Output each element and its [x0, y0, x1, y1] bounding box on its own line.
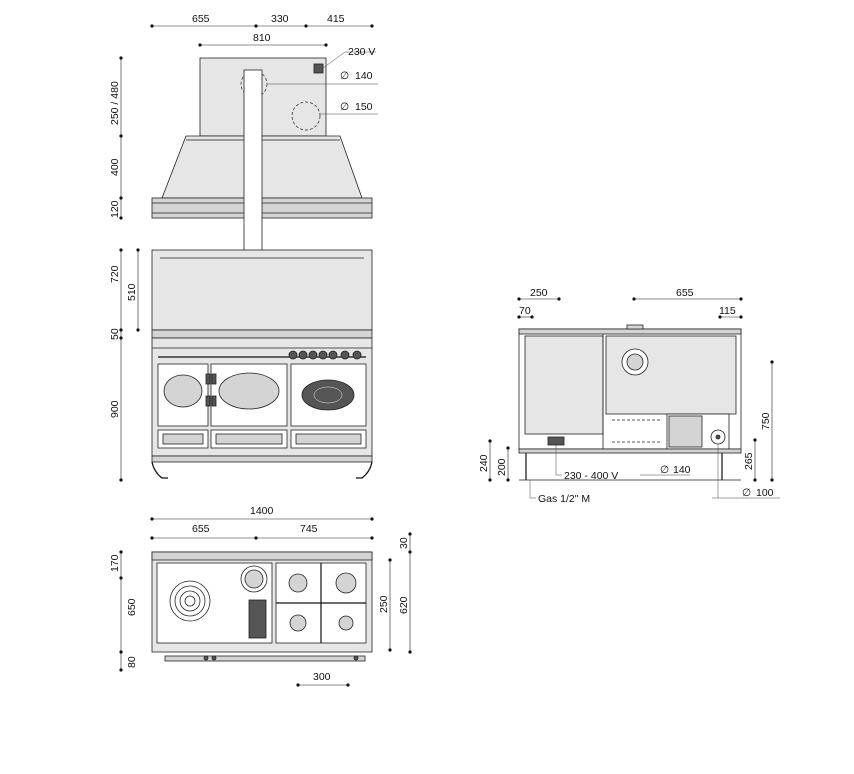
knob-icon	[352, 350, 362, 360]
top-back-strip	[151, 551, 373, 561]
knob-icon	[340, 350, 350, 360]
door-hinge	[211, 373, 217, 385]
knob-icon	[298, 350, 308, 360]
side-voltage-label: 230 - 400 V	[564, 470, 618, 482]
dim-170: 170	[109, 554, 121, 572]
dim-330-front: 330	[271, 13, 289, 25]
side-base	[518, 448, 742, 454]
dim-745-top: 745	[300, 523, 318, 535]
flue-outlet-inner	[244, 569, 264, 589]
knob-icon	[318, 350, 328, 360]
voltage-label-hood: 230 V	[348, 46, 375, 58]
rail-bracket	[353, 655, 359, 661]
flue-circle-150-icon	[291, 101, 321, 131]
electrical-terminal-icon	[547, 436, 565, 446]
dim-655-side: 655	[676, 287, 694, 299]
dim-300: 300	[313, 671, 331, 683]
door-hinge	[205, 395, 211, 407]
cooktop-edge	[151, 329, 373, 339]
side-firebox-section	[524, 335, 604, 435]
dim-415-front: 415	[327, 13, 345, 25]
rail-bracket	[211, 655, 217, 661]
burner-icon	[338, 615, 354, 631]
top-view-dimension-lines	[119, 517, 412, 687]
dim-650: 650	[126, 598, 138, 616]
diameter-symbol-140: ∅	[340, 70, 349, 82]
dim-720: 720	[109, 265, 121, 283]
burner-icon	[288, 573, 308, 593]
dim-1400: 1400	[250, 505, 274, 517]
gas-connection-label: Gas 1/2" M	[538, 493, 590, 505]
dim-80: 80	[126, 656, 138, 668]
side-view-dimension-lines	[488, 297, 774, 482]
feed-door-top	[248, 599, 267, 639]
dim-750: 750	[760, 412, 772, 430]
front-left-dimension-lines	[119, 56, 140, 482]
drawer-middle-panel	[215, 433, 283, 445]
gas-oven-window	[301, 379, 355, 411]
side-top-edge	[518, 328, 742, 335]
plinth	[151, 455, 373, 463]
hood-chimney-cover	[199, 57, 327, 137]
dim-510: 510	[126, 283, 138, 301]
front-rail	[164, 655, 366, 662]
side-rear-box-panel	[668, 415, 703, 448]
front-view: 655 330 415 810 230 V ∅ 140 ∅ 150	[109, 13, 378, 482]
diameter-symbol-side-140: ∅	[660, 464, 669, 476]
knob-icon	[328, 350, 338, 360]
dim-655-front: 655	[192, 13, 210, 25]
electrical-box-icon	[313, 63, 324, 74]
diameter-symbol-150: ∅	[340, 101, 349, 113]
drawer-left-panel	[162, 433, 204, 445]
firebox-window	[163, 374, 203, 408]
foot-left	[151, 461, 168, 479]
dim-240: 240	[478, 454, 490, 472]
rail-bracket	[203, 655, 209, 661]
dim-250-480: 250 / 480	[109, 81, 121, 125]
dim-50: 50	[109, 328, 121, 340]
outlet-100-label: 100	[756, 487, 774, 499]
dim-655-top: 655	[192, 523, 210, 535]
backsplash-panel	[151, 249, 373, 331]
top-view: 1400 655 745 170 650 80 30 250 62	[109, 505, 412, 687]
flue-150-label: 150	[355, 101, 373, 113]
door-hinge	[211, 395, 217, 407]
knob-icon	[288, 350, 298, 360]
front-top-dimension-lines	[150, 24, 374, 47]
wood-oven-window	[218, 372, 280, 410]
dim-265: 265	[743, 452, 755, 470]
side-flue-inner	[626, 353, 644, 371]
flue-140-label: 140	[355, 70, 373, 82]
dim-810-hood: 810	[253, 32, 271, 44]
foot-right	[356, 461, 373, 479]
dim-120: 120	[109, 200, 121, 218]
dim-70-side: 70	[519, 305, 531, 317]
drawer-right-panel	[295, 433, 362, 445]
side-view: 250 655 70 115 230 - 400 V ∅	[478, 287, 780, 505]
dim-200: 200	[496, 458, 508, 476]
burner-icon	[289, 614, 307, 632]
hotplate-rings-icon	[169, 580, 211, 622]
knob-icon	[308, 350, 318, 360]
dim-400: 400	[109, 158, 121, 176]
control-knobs	[288, 350, 362, 360]
side-rear-section	[605, 335, 737, 415]
burner-icon	[335, 572, 357, 594]
side-flue-140-label: 140	[673, 464, 691, 476]
outlet-100-center	[715, 434, 721, 440]
dim-620: 620	[398, 596, 410, 614]
dim-900: 900	[109, 400, 121, 418]
diameter-symbol-100: ∅	[742, 487, 751, 499]
dim-30: 30	[398, 537, 410, 549]
dim-250-top: 250	[378, 595, 390, 613]
raised-flue-stub	[626, 324, 644, 330]
dim-250-side: 250	[530, 287, 548, 299]
door-hinge	[205, 373, 211, 385]
dim-115-side: 115	[719, 305, 736, 317]
